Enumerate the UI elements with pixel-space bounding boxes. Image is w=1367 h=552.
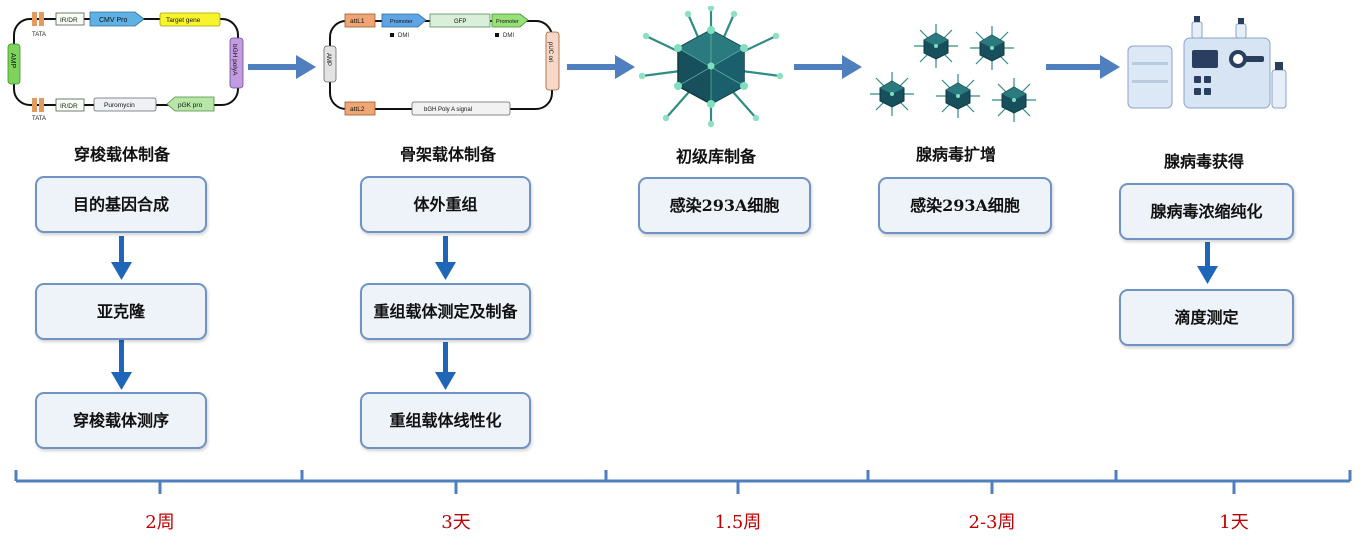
bgh-poly-a-signal-label: bGH Poly A signal xyxy=(424,107,472,113)
ir-dr-element-top: IR/DR xyxy=(55,12,85,26)
step-subcloning: 亚克隆 xyxy=(35,283,207,340)
puromycin-label: Puromycin xyxy=(104,102,135,109)
arrow-stage4-to-stage5 xyxy=(1046,64,1102,70)
duration-stage2: 3天 xyxy=(441,512,471,533)
pgk-pro-element: pGK pro xyxy=(166,96,215,112)
stage-title-primary-library: 初级库制备 xyxy=(675,147,756,166)
step-titer-measurement: 滴度测定 xyxy=(1119,289,1294,346)
dmi-mark-1: DMI xyxy=(390,33,409,39)
duration-stage3: 1.5周 xyxy=(714,512,762,533)
arrow-stage3-to-stage4 xyxy=(794,64,844,70)
shuttle-vector-map: TATA IR/DR CMV Pro Target gene AMP bGH p… xyxy=(7,11,244,122)
puc-ori-label: pUC ori xyxy=(547,42,553,62)
gfp-element: GFP xyxy=(429,13,491,28)
amp-element-backbone: AMP xyxy=(323,45,337,83)
dmi-label-2: DMI xyxy=(503,33,514,39)
arrow-stage2-to-stage3 xyxy=(567,64,617,70)
promoter-label-1: Promoter xyxy=(390,19,413,25)
gfp-label: GFP xyxy=(454,19,466,25)
step-virus-purification: 腺病毒浓缩纯化 xyxy=(1119,183,1294,240)
adenovirus-icon xyxy=(638,6,784,128)
bgh-polya-element: bGH polyA xyxy=(229,37,244,89)
attl1-element: attL1 xyxy=(344,13,376,28)
tata-element-top: TATA xyxy=(32,12,46,38)
promoter-element-2: Promoter xyxy=(491,13,529,28)
step-shuttle-sequencing: 穿梭载体测序 xyxy=(35,392,207,449)
bgh-poly-a-signal-element: bGH Poly A signal xyxy=(411,101,511,116)
down-arrow-s2-2 xyxy=(443,342,448,376)
duration-stage5: 1天 xyxy=(1219,512,1249,533)
pgk-pro-label: pGK pro xyxy=(178,102,203,109)
stage-title-backbone-vector: 骨架载体制备 xyxy=(399,145,496,164)
tata-label-top: TATA xyxy=(32,32,46,38)
stage-title-shuttle-vector: 穿梭载体制备 xyxy=(73,145,170,164)
arrow-stage1-to-stage2 xyxy=(248,64,298,70)
down-arrow-s2-1 xyxy=(443,236,448,266)
ir-dr-label-top: IR/DR xyxy=(60,17,78,24)
step-vector-linearization: 重组载体线性化 xyxy=(360,392,531,449)
lab-equipment-icon xyxy=(1127,16,1287,109)
step-recombinant-vector-assay: 重组载体测定及制备 xyxy=(360,283,531,340)
cmv-pro-label: CMV Pro xyxy=(99,17,128,24)
bgh-polya-label: bGH polyA xyxy=(231,44,238,76)
down-arrow-s1-1 xyxy=(119,236,124,266)
duration-stage4: 2-3周 xyxy=(968,512,1016,533)
attl2-label: attL2 xyxy=(350,106,365,113)
promoter-label-2: Promoter xyxy=(496,19,519,25)
backbone-vector-map: attL1 Promoter GFP Promoter DMI DMI AMP … xyxy=(323,13,560,116)
tata-element-bottom: TATA xyxy=(32,98,46,122)
duration-stage1: 2周 xyxy=(145,512,175,533)
step-infect-293a-primary: 感染293A细胞 xyxy=(638,177,811,234)
down-arrow-s5-1 xyxy=(1205,242,1210,270)
timeline-bracket xyxy=(14,470,1352,494)
ir-dr-label-bottom: IR/DR xyxy=(60,103,78,110)
puromycin-element: Puromycin xyxy=(93,97,157,112)
puc-ori-element: pUC ori xyxy=(545,31,560,91)
amp-label-backbone: AMP xyxy=(325,53,331,66)
step-gene-synthesis: 目的基因合成 xyxy=(35,176,207,233)
amp-label: AMP xyxy=(9,53,16,69)
promoter-element-1: Promoter xyxy=(381,13,427,28)
attl1-label: attL1 xyxy=(350,18,365,25)
stage-title-acquisition: 腺病毒获得 xyxy=(1163,152,1244,171)
amp-element: AMP xyxy=(7,43,21,85)
stage-title-amplification: 腺病毒扩增 xyxy=(915,145,996,164)
ir-dr-element-bottom: IR/DR xyxy=(55,98,85,112)
target-gene-label: Target gene xyxy=(166,17,201,24)
attl2-element: attL2 xyxy=(344,101,376,116)
dmi-mark-2: DMI xyxy=(495,33,514,39)
down-arrow-s1-2 xyxy=(119,340,124,376)
cmv-pro-element: CMV Pro xyxy=(89,11,145,27)
step-infect-293a-amplify: 感染293A细胞 xyxy=(878,177,1052,234)
target-gene-element: Target gene xyxy=(159,12,221,27)
tata-label-bottom: TATA xyxy=(32,116,46,122)
step-in-vitro-recombination: 体外重组 xyxy=(360,176,531,233)
dmi-label-1: DMI xyxy=(398,33,409,39)
